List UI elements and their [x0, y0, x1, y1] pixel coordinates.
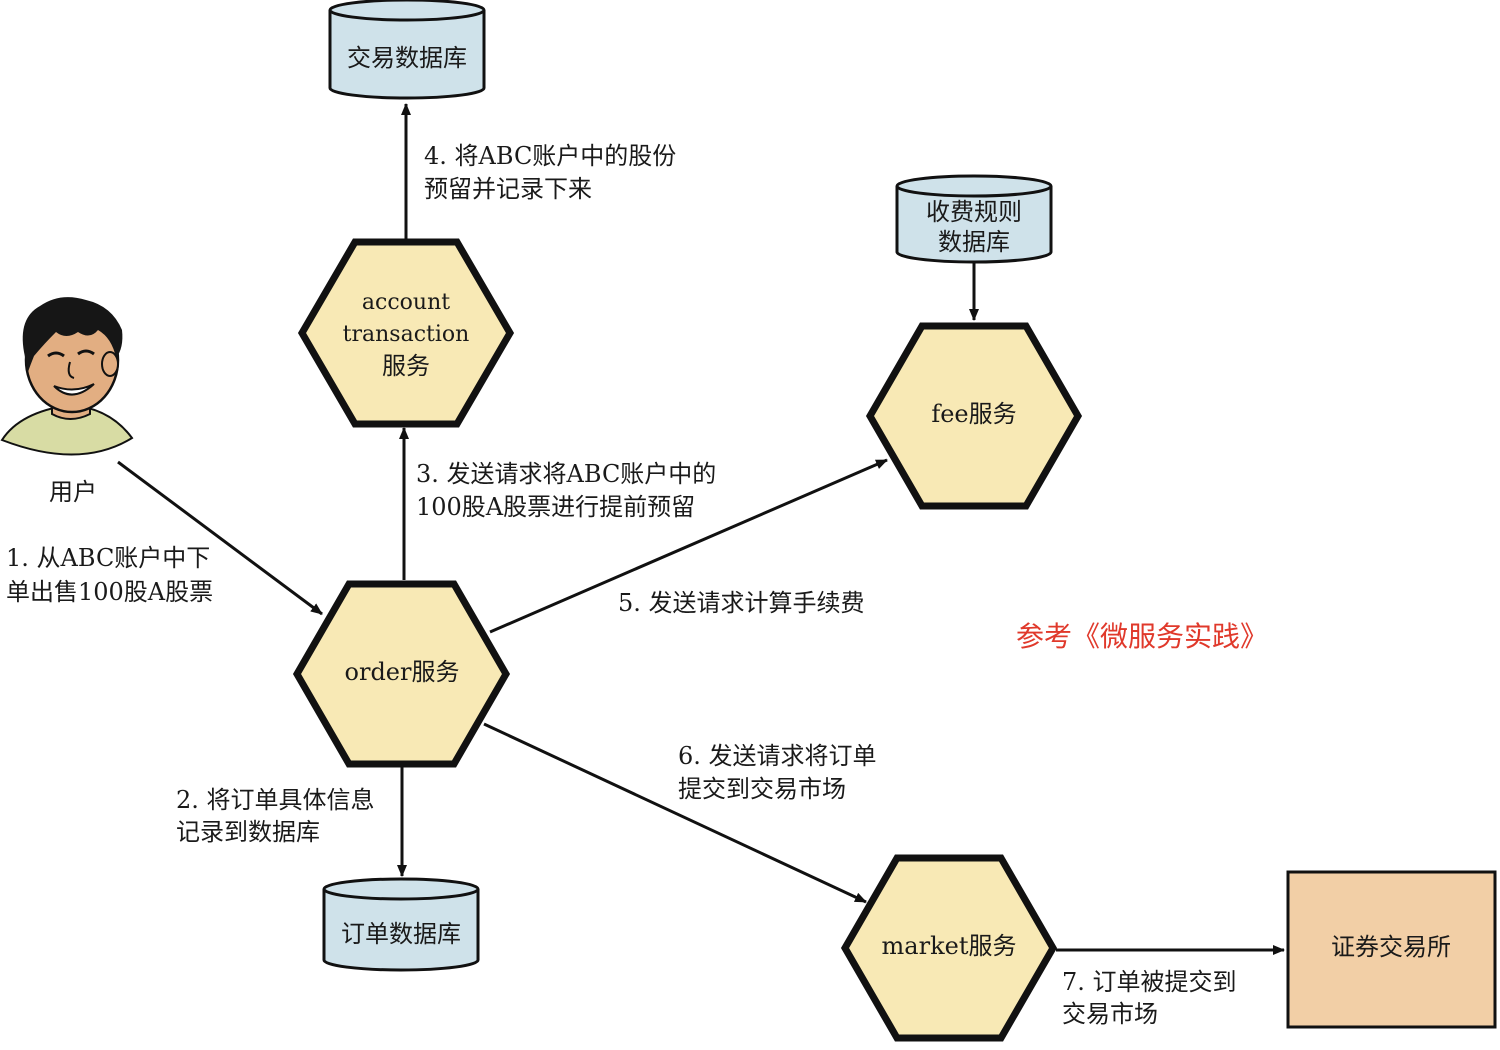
arrow-order-to-market: [483, 722, 867, 904]
step4-label: 4. 将ABC账户中的股份 预留并记录下来: [424, 142, 676, 203]
step3-line1: 3. 发送请求将ABC账户中的: [416, 460, 716, 488]
step7-label: 7. 订单被提交到 交易市场: [1062, 968, 1237, 1028]
database-transaction-label: 交易数据库: [347, 44, 467, 72]
database-transaction: 交易数据库: [328, 0, 486, 100]
securities-exchange-label: 证券交易所: [1331, 933, 1451, 961]
step7-line2: 交易市场: [1062, 1000, 1158, 1028]
market-service-label: market服务: [882, 932, 1017, 960]
step6-line1: 6. 发送请求将订单: [678, 742, 877, 770]
database-fee-rules-label-line2: 数据库: [938, 228, 1010, 256]
reference-caption: 参考《微服务实践》: [1016, 620, 1268, 653]
step3-line2: 100股A股票进行提前预留: [416, 493, 695, 521]
step1-line2: 单出售100股A股票: [6, 578, 213, 606]
step4-line2: 预留并记录下来: [424, 175, 592, 203]
account-service-label-line2: transaction: [343, 322, 470, 347]
step5-line1: 5. 发送请求计算手续费: [618, 589, 865, 617]
database-fee-rules: 收费规则 数据库: [895, 174, 1053, 264]
arrow-order-to-fee: [489, 458, 888, 634]
step6-line2: 提交到交易市场: [678, 775, 846, 803]
market-service: market服务: [840, 854, 1058, 1042]
account-service-label-line1: account: [362, 290, 450, 315]
fee-service-label: fee服务: [931, 400, 1016, 428]
order-service-label: order服务: [345, 658, 460, 686]
step7-line1: 7. 订单被提交到: [1062, 968, 1237, 996]
order-service: order服务: [292, 580, 511, 768]
user-label: 用户: [49, 478, 97, 506]
step2-line2: 记录到数据库: [176, 818, 320, 846]
step4-line1: 4. 将ABC账户中的股份: [424, 142, 676, 170]
step2-line1: 2. 将订单具体信息: [176, 786, 375, 814]
step5-label: 5. 发送请求计算手续费: [618, 589, 865, 617]
account-service-label-line3: 服务: [382, 352, 430, 380]
database-fee-rules-label-line1: 收费规则: [926, 198, 1022, 226]
step1-line1: 1. 从ABC账户中下: [6, 544, 210, 572]
database-order-label: 订单数据库: [341, 920, 461, 948]
step6-label: 6. 发送请求将订单 提交到交易市场: [678, 742, 877, 803]
fee-service: fee服务: [865, 322, 1083, 510]
arrows: [117, 103, 1285, 955]
step2-label: 2. 将订单具体信息 记录到数据库: [176, 786, 375, 846]
account-transaction-service: account transaction 服务: [297, 238, 515, 428]
step3-label: 3. 发送请求将ABC账户中的 100股A股票进行提前预留: [416, 460, 716, 521]
securities-exchange: 证券交易所: [1286, 870, 1497, 1029]
user-avatar: 用户: [0, 297, 134, 506]
step1-label: 1. 从ABC账户中下 单出售100股A股票: [6, 544, 213, 606]
database-order: 订单数据库: [322, 877, 480, 972]
arrow-user-to-order: [117, 460, 323, 616]
